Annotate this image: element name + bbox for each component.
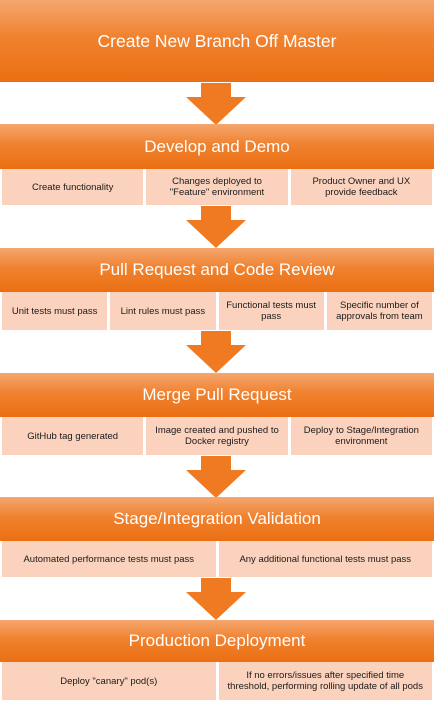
stage-items-merge-pr: GitHub tag generated Image created and p…: [0, 417, 434, 455]
stage-item: GitHub tag generated: [2, 417, 144, 455]
down-arrow-icon: [186, 331, 246, 373]
down-arrow-icon: [186, 456, 246, 498]
stage-items-pull-request: Unit tests must pass Lint rules must pas…: [0, 292, 434, 330]
stage-item: Changes deployed to "Feature" environmen…: [146, 169, 288, 205]
stage-item: Deploy "canary" pod(s): [2, 662, 216, 700]
stage-item: Functional tests must pass: [218, 292, 324, 330]
down-arrow-icon: [186, 578, 246, 620]
stage-items-production: Deploy "canary" pod(s) If no errors/issu…: [0, 662, 434, 700]
stage-header-merge-pr: Merge Pull Request: [0, 373, 434, 417]
down-arrow-icon: [186, 83, 246, 125]
stage-item: Deploy to Stage/Integration environment: [290, 417, 432, 455]
stage-title: Develop and Demo: [144, 136, 290, 156]
stage-item: Automated performance tests must pass: [2, 541, 216, 577]
stage-item: Lint rules must pass: [110, 292, 216, 330]
stage-title: Pull Request and Code Review: [99, 260, 335, 279]
stage-items-develop-demo: Create functionality Changes deployed to…: [0, 169, 434, 205]
stage-title: Stage/Integration Validation: [113, 509, 321, 528]
stage-item: Specific number of approvals from team: [326, 292, 432, 330]
stage-item: Create functionality: [2, 169, 144, 205]
stage-item: Unit tests must pass: [2, 292, 108, 330]
stage-header-create-branch: Create New Branch Off Master: [0, 0, 434, 82]
stage-header-stage-validation: Stage/Integration Validation: [0, 497, 434, 541]
stage-header-production: Production Deployment: [0, 620, 434, 662]
stage-item: Image created and pushed to Docker regis…: [146, 417, 288, 455]
stage-item: If no errors/issues after specified time…: [218, 662, 432, 700]
stage-items-stage-validation: Automated performance tests must pass An…: [0, 541, 434, 577]
stage-item: Any additional functional tests must pas…: [218, 541, 432, 577]
stage-title: Create New Branch Off Master: [97, 30, 337, 51]
stage-header-develop-demo: Develop and Demo: [0, 124, 434, 169]
down-arrow-icon: [186, 206, 246, 248]
stage-item: Product Owner and UX provide feedback: [290, 169, 432, 205]
stage-header-pull-request: Pull Request and Code Review: [0, 248, 434, 292]
stage-title: Production Deployment: [128, 631, 306, 650]
stage-title: Merge Pull Request: [142, 385, 292, 404]
